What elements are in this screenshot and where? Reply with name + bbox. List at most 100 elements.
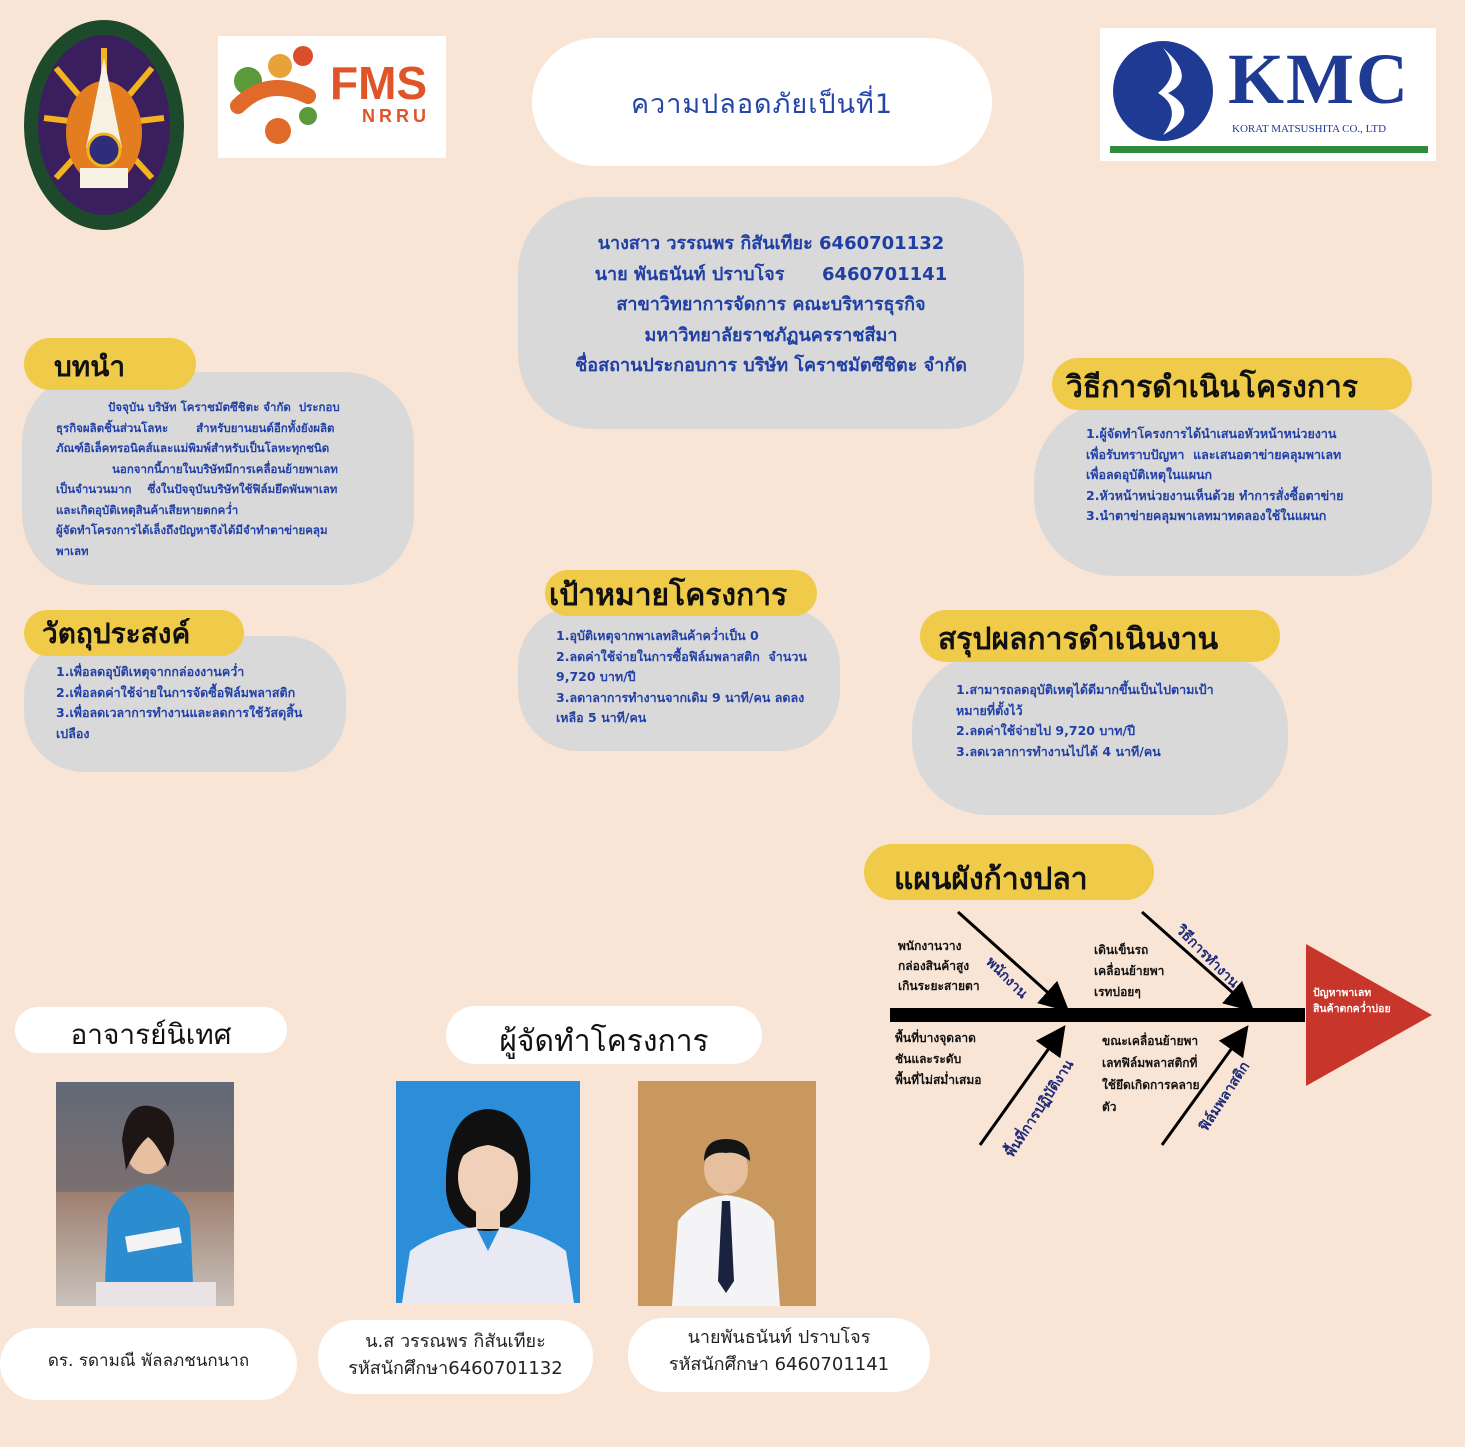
member1-id: รหัสนักศึกษา6460701132 bbox=[348, 1358, 563, 1379]
advisor-photo bbox=[56, 1082, 234, 1306]
fms-logo-subtext: NRRU bbox=[362, 106, 430, 126]
bone-film bbox=[1160, 1025, 1249, 1146]
objectives-heading: วัตถุประสงค์ bbox=[42, 617, 191, 650]
objectives-heading-pill: วัตถุประสงค์ bbox=[24, 610, 244, 656]
cause-line: ชันและระดับ bbox=[895, 1052, 962, 1066]
author-line-3: สาขาวิทยาการจัดการ คณะบริหารธุรกิจ bbox=[616, 294, 926, 315]
fishbone-head bbox=[1306, 944, 1432, 1086]
page-title: ความปลอดภัยเป็นที่1 bbox=[630, 89, 894, 120]
intro-line: พาเลท bbox=[56, 543, 89, 558]
intro-card: ปัจจุบัน บริษัท โคราชมัตซึชิตะ จำกัด ประ… bbox=[22, 372, 414, 585]
member2-id: รหัสนักศึกษา 6460701141 bbox=[668, 1354, 890, 1375]
bone-employee bbox=[956, 910, 1070, 1013]
intro-line: นอกจากนี้ภายในบริษัทมีการเคลื่อนย้ายพาเล… bbox=[56, 461, 338, 476]
cause-line: เดินเข็นรถ bbox=[1094, 943, 1149, 957]
cause-line: พื้นที่บางจุดลาด bbox=[895, 1031, 976, 1045]
fms-logo-text: FMS bbox=[330, 57, 428, 109]
author-line-5: ชื่อสถานประกอบการ บริษัท โคราชมัตซึชิตะ … bbox=[575, 355, 967, 376]
fishbone-heading: แผนผังก้างปลา bbox=[894, 862, 1088, 897]
results-text: 1.สามารถลดอุบัติเหตุได้ดีมากขึ้นเป็นไปตา… bbox=[956, 680, 1214, 762]
goals-card: 1.อุบัติเหตุจากพาเลทสินค้าคว่ำเป็น 0 2.ล… bbox=[518, 606, 840, 751]
goal-line: 1.อุบัติเหตุจากพาเลทสินค้าคว่ำเป็น 0 bbox=[556, 628, 759, 643]
cause-line: เกินระยะสายตา bbox=[898, 979, 980, 993]
member1-photo bbox=[396, 1081, 580, 1303]
author-line-1: นางสาว วรรณพร กิสันเทียะ 6460701132 bbox=[597, 233, 945, 254]
advisor-heading-pill: อาจารย์นิเทศ bbox=[15, 1007, 287, 1053]
cause-area: พื้นที่บางจุดลาด ชันและระดับ พื้นที่ไม่ส… bbox=[895, 1028, 981, 1091]
methods-text: 1.ผู้จัดทำโครงการได้นำเสนอหัวหน้าหน่วยงา… bbox=[1086, 424, 1343, 527]
head-line: สินค้าตกคว่ำบ่อย bbox=[1313, 1003, 1391, 1015]
result-line: 2.ลดค่าใช้จ่ายไป 9,720 บาท/ปี bbox=[956, 723, 1136, 738]
result-line: 1.สามารถลดอุบัติเหตุได้ดีมากขึ้นเป็นไปตา… bbox=[956, 682, 1214, 697]
member1-text: น.ส วรรณพร กิสันเทียะ รหัสนักศึกษา646070… bbox=[318, 1328, 593, 1382]
cause-line: เคลื่อนย้ายพา bbox=[1094, 964, 1165, 978]
member2-name-card: นายพันธนันท์ ปราบโจร รหัสนักศึกษา 646070… bbox=[628, 1318, 930, 1392]
intro-line: ธุรกิจผลิตชิ้นส่วนโลหะ สำหรับยานยนต์อีกท… bbox=[56, 420, 335, 435]
team-heading: ผู้จัดทำโครงการ bbox=[499, 1024, 709, 1059]
kmc-logo-text: KMC bbox=[1228, 39, 1410, 119]
advisor-heading: อาจารย์นิเทศ bbox=[70, 1018, 232, 1051]
goal-line: 9,720 บาท/ปี bbox=[556, 669, 636, 684]
bone-method bbox=[1141, 910, 1255, 1012]
advisor-name-card: ดร. รดามณี พัลลภชนกนาถ bbox=[0, 1328, 297, 1400]
cause-line: ตัว bbox=[1102, 1100, 1117, 1114]
method-line: 3.นำตาข่ายคลุมพาเลทมาทดลองใช้ในแผนก bbox=[1086, 508, 1327, 523]
bone-area bbox=[978, 1025, 1066, 1146]
objective-line: 3.เพื่อลดเวลาการทำงานและลดการใช้วัสดุสิ้… bbox=[56, 705, 303, 720]
results-heading-pill: สรุปผลการดำเนินงาน bbox=[920, 610, 1280, 662]
cause-line: พนักงานวาง bbox=[898, 939, 962, 953]
intro-line: ภัณฑ์อิเล็คทรอนิคส์และแม่พิมพ์สำหรับเป็น… bbox=[56, 441, 330, 455]
intro-line: ปัจจุบัน บริษัท โคราชมัตซึชิตะ จำกัด ประ… bbox=[56, 400, 340, 414]
method-line: 1.ผู้จัดทำโครงการได้นำเสนอหัวหน้าหน่วยงา… bbox=[1086, 426, 1337, 441]
fishbone-head-text: ปัญหาพาเลท สินค้าตกคว่ำบ่อย bbox=[1313, 985, 1391, 1017]
fishbone-heading-pill: แผนผังก้างปลา bbox=[864, 844, 1154, 900]
methods-heading: วิธีการดำเนินโครงการ bbox=[1066, 370, 1358, 405]
cause-method: เดินเข็นรถ เคลื่อนย้ายพา เรทบ่อยๆ bbox=[1094, 940, 1164, 1003]
intro-line: ผู้จัดทำโครงการได้เล็งถึงปัญหาจึงได้มีจำ… bbox=[56, 523, 328, 537]
result-line: 3.ลดเวลาการทำงานไปได้ 4 นาที/คน bbox=[956, 743, 1161, 759]
objective-line: เปลือง bbox=[56, 725, 90, 741]
goals-heading: เป้าหมายโครงการ bbox=[549, 578, 788, 613]
results-heading: สรุปผลการดำเนินงาน bbox=[938, 622, 1219, 657]
member1-name: น.ส วรรณพร กิสันเทียะ bbox=[365, 1331, 546, 1352]
cause-line: พื้นที่ไม่สม่ำเสมอ bbox=[895, 1073, 982, 1087]
member2-photo bbox=[638, 1081, 816, 1306]
cause-line: ใช้ยึดเกิดการคลาย bbox=[1102, 1078, 1200, 1092]
method-line: เพื่อรับทราบปัญหา และเสนอตาข่ายคลุมพาเลท bbox=[1086, 446, 1342, 462]
kmc-logo: KMC KORAT MATSUSHITA CO., LTD bbox=[1100, 28, 1436, 161]
result-line: หมายที่ตั้งไว้ bbox=[956, 702, 1023, 718]
goal-line: 2.ลดค่าใช้จ่ายในการซื้อฟิล์มพลาสติก จำนว… bbox=[556, 648, 807, 664]
intro-heading: บทนำ bbox=[54, 350, 126, 383]
cause-employee: พนักงานวาง กล่องสินค้าสูง เกินระยะสายตา bbox=[898, 936, 980, 996]
kmc-logo-subtext: KORAT MATSUSHITA CO., LTD bbox=[1232, 123, 1387, 135]
goal-line: เหลือ 5 นาที/คน bbox=[556, 710, 647, 725]
objective-line: 2.เพื่อลดค่าใช้จ่ายในการจัดซื้อฟิล์มพลาส… bbox=[56, 684, 296, 700]
cause-line: เรทบ่อยๆ bbox=[1094, 985, 1141, 999]
method-line: 2.หัวหน้าหน่วยงานเห็นด้วย ทำการสั่งซื้อต… bbox=[1086, 487, 1344, 503]
fms-logo: FMS NRRU bbox=[218, 36, 446, 158]
method-line: เพื่อลดอุบัติเหตุในแผนก bbox=[1086, 467, 1213, 482]
methods-card: 1.ผู้จัดทำโครงการได้นำเสนอหัวหน้าหน่วยงา… bbox=[1034, 402, 1432, 576]
objectives-card: 1.เพื่อลดอุบัติเหตุจากกล่องงานคว่ำ 2.เพื… bbox=[24, 636, 346, 772]
cause-line: ขณะเคลื่อนย้ายพา bbox=[1102, 1034, 1199, 1048]
goal-line: 3.ลดาลาการทำงานจากเดิม 9 นาที/คน ลดลง bbox=[556, 689, 805, 705]
objectives-text: 1.เพื่อลดอุบัติเหตุจากกล่องงานคว่ำ 2.เพื… bbox=[56, 662, 302, 744]
intro-line: และเกิดอุบัติเหตุสินค้าเสียหายตกคว่ำ bbox=[56, 502, 239, 517]
member2-text: นายพันธนันท์ ปราบโจร รหัสนักศึกษา 646070… bbox=[628, 1324, 930, 1378]
intro-line: เป็นจำนวนมาก ซึ่งในปัจจุบันบริษัทใช้ฟิล์… bbox=[56, 482, 338, 496]
member1-name-card: น.ส วรรณพร กิสันเทียะ รหัสนักศึกษา646070… bbox=[318, 1320, 593, 1394]
kmc-logo-bar bbox=[1110, 146, 1428, 153]
author-line-4: มหาวิทยาลัยราชภัฏนครราชสีมา bbox=[644, 324, 898, 346]
cause-line: เลทฟิล์มพลาสติกที่ bbox=[1102, 1056, 1198, 1070]
goals-text: 1.อุบัติเหตุจากพาเลทสินค้าคว่ำเป็น 0 2.ล… bbox=[556, 626, 807, 729]
authors-text: นางสาว วรรณพร กิสันเทียะ 6460701132 นาย … bbox=[518, 229, 1024, 382]
head-line: ปัญหาพาเลท bbox=[1313, 987, 1372, 999]
university-seal bbox=[22, 18, 187, 233]
fishbone-diagram bbox=[890, 910, 1432, 1146]
cause-line: กล่องสินค้าสูง bbox=[898, 959, 970, 973]
team-heading-pill: ผู้จัดทำโครงการ bbox=[446, 1006, 762, 1064]
advisor-name: ดร. รดามณี พัลลภชนกนาถ bbox=[47, 1351, 250, 1371]
goals-heading-pill: เป้าหมายโครงการ bbox=[545, 570, 817, 616]
results-card: 1.สามารถลดอุบัติเหตุได้ดีมากขึ้นเป็นไปตา… bbox=[912, 654, 1288, 815]
intro-text: ปัจจุบัน บริษัท โคราชมัตซึชิตะ จำกัด ประ… bbox=[56, 397, 340, 561]
